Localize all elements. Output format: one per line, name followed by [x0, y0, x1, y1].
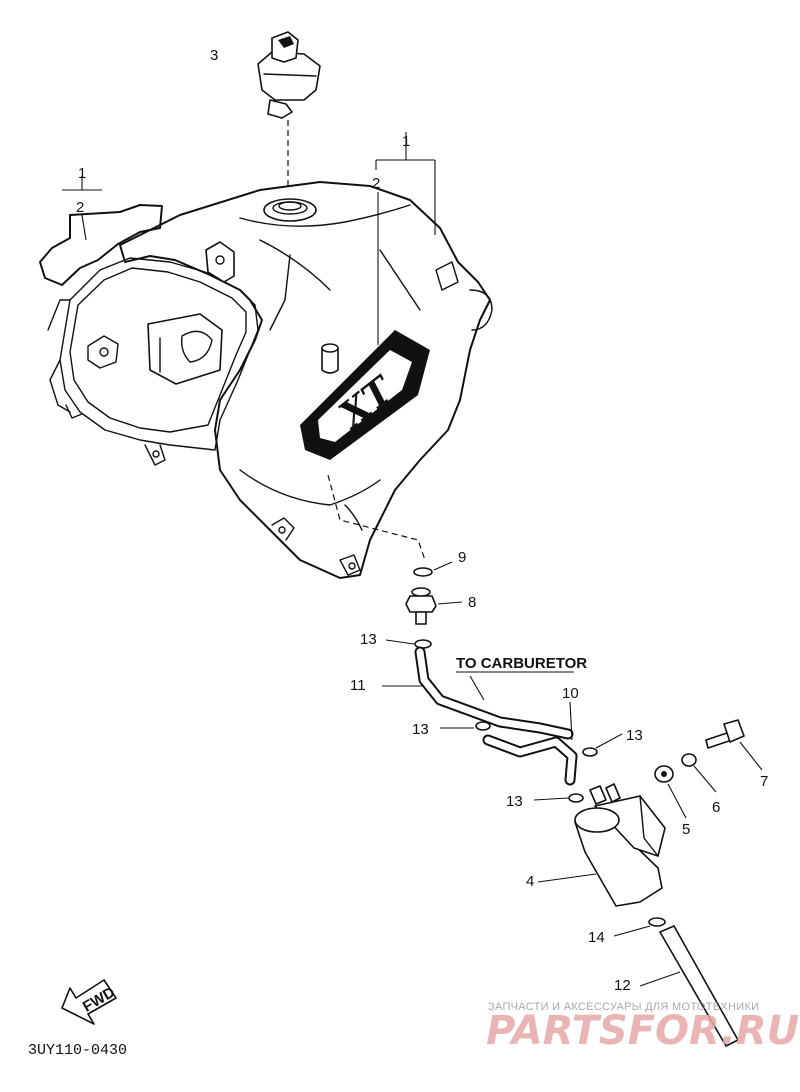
part-grommet — [654, 765, 687, 819]
callout-6: 6 — [712, 799, 720, 816]
watermark: ЗАПЧАСТИ И АКСЕССУАРЫ ДЛЯ МОТОТЕХНИКИ PA… — [486, 1001, 799, 1054]
callout-8: 8 — [468, 594, 476, 611]
callout-13-a: 13 — [360, 631, 377, 648]
part-fuel-filter — [537, 783, 666, 907]
fuel-cap — [257, 31, 321, 190]
callout-1-right: 1 — [402, 133, 410, 150]
tank-outlet-dashline — [327, 474, 426, 561]
callout-4: 4 — [526, 873, 534, 890]
part-bolt — [705, 719, 763, 771]
callout-13-c: 13 — [626, 727, 643, 744]
figure-code: 3UY110-0430 — [28, 1042, 127, 1059]
callout-1-left: 1 — [78, 165, 86, 182]
part-o-ring — [413, 561, 453, 577]
part-hose-clip-top — [385, 639, 432, 649]
callout-bracket-right — [375, 132, 436, 345]
callout-2-left: 2 — [76, 199, 84, 216]
callout-5: 5 — [682, 821, 690, 838]
callout-11: 11 — [350, 677, 366, 694]
fuel-tank — [39, 181, 493, 579]
part-fuel-hose-short — [482, 701, 578, 786]
callout-9: 9 — [458, 549, 466, 566]
part-hose-clip-bottom — [613, 917, 666, 937]
callout-14: 14 — [588, 929, 605, 946]
part-drain-hose — [639, 925, 739, 1047]
callout-bracket-left — [62, 176, 102, 241]
callout-labels: 1 2 1 2 3 4 5 6 7 8 9 10 11 12 13 13 13 … — [76, 47, 768, 994]
part-collar — [681, 753, 717, 793]
part-hose-clip-middle — [440, 721, 491, 731]
forward-arrow: FWD — [61, 979, 118, 1025]
part-fuel-cock — [405, 587, 463, 625]
callout-10: 10 — [562, 685, 579, 702]
callout-13-d: 13 — [506, 793, 523, 810]
watermark-brand: PARTSFOR.RU — [486, 1008, 799, 1054]
carburetor-note: TO CARBURETOR — [456, 655, 587, 701]
callout-3: 3 — [210, 47, 218, 64]
callout-7: 7 — [760, 773, 768, 790]
carburetor-note-text: TO CARBURETOR — [456, 655, 587, 672]
callout-13-b: 13 — [412, 721, 429, 738]
part-fuel-hose-long — [382, 646, 574, 740]
watermark-caption: ЗАПЧАСТИ И АКСЕССУАРЫ ДЛЯ МОТОТЕХНИКИ — [488, 1001, 759, 1013]
callout-2-right: 2 — [372, 175, 380, 192]
part-hose-clip-right — [582, 733, 623, 757]
callout-12: 12 — [614, 977, 631, 994]
tank-decal: XT — [300, 330, 430, 460]
part-hose-clip-lower — [533, 793, 584, 803]
